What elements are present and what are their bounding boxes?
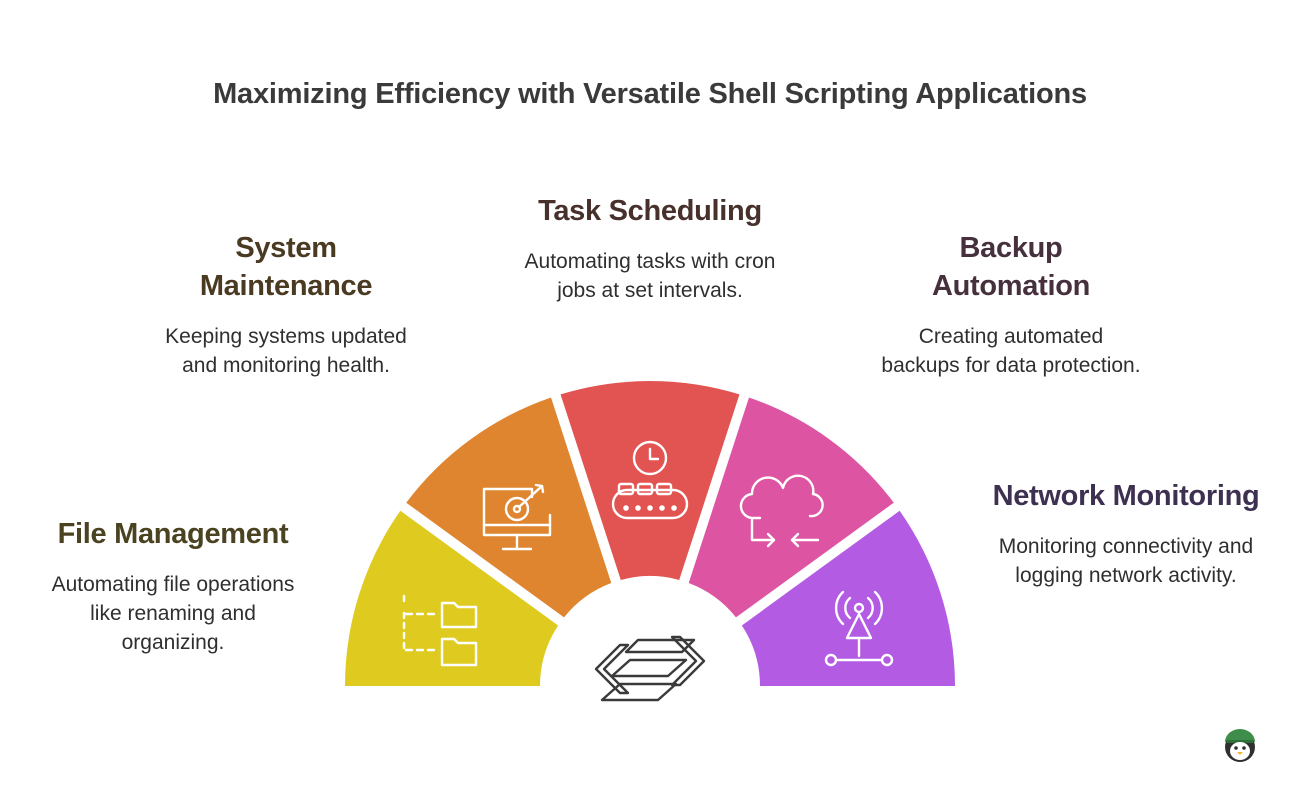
cloud-sync-icon <box>739 474 824 548</box>
heading-file-management: File Management <box>57 518 289 550</box>
segment-backup-automation <box>688 397 894 618</box>
monitor-target-icon <box>482 483 552 551</box>
penguin-mascot-icon <box>1225 729 1255 762</box>
label-file-management: File Management Automating file operatio… <box>40 515 306 657</box>
description-backup-automation: Creating automated backups for data prot… <box>881 325 1141 377</box>
description-system-maintenance: Keeping systems updated and monitoring h… <box>165 325 407 377</box>
folder-tree-icon <box>402 594 478 667</box>
description-network-monitoring: Monitoring connectivity and logging netw… <box>998 535 1254 587</box>
segment-file-management <box>345 510 559 686</box>
diagram-title: Maximizing Efficiency with Versatile She… <box>213 78 1087 110</box>
heading-backup-automation: Backup Automation <box>931 232 1091 302</box>
shell-arrows-icon <box>594 635 706 702</box>
segment-system-maintenance <box>406 397 612 618</box>
label-network-monitoring: Network Monitoring Monitoring connectivi… <box>990 477 1262 590</box>
description-file-management: Automating file operations like renaming… <box>51 573 295 654</box>
clock-conveyor-icon <box>611 440 689 520</box>
segment-task-scheduling <box>560 380 740 580</box>
description-task-scheduling: Automating tasks with cron jobs at set i… <box>524 250 776 302</box>
heading-system-maintenance: System Maintenance <box>199 232 373 302</box>
antenna-network-icon <box>824 590 894 667</box>
label-task-scheduling: Task Scheduling Automating tasks with cr… <box>510 192 790 305</box>
label-system-maintenance: System Maintenance Keeping systems updat… <box>150 229 422 380</box>
heading-task-scheduling: Task Scheduling <box>538 195 762 227</box>
label-backup-automation: Backup Automation Creating automated bac… <box>880 229 1142 380</box>
heading-network-monitoring: Network Monitoring <box>992 480 1260 512</box>
